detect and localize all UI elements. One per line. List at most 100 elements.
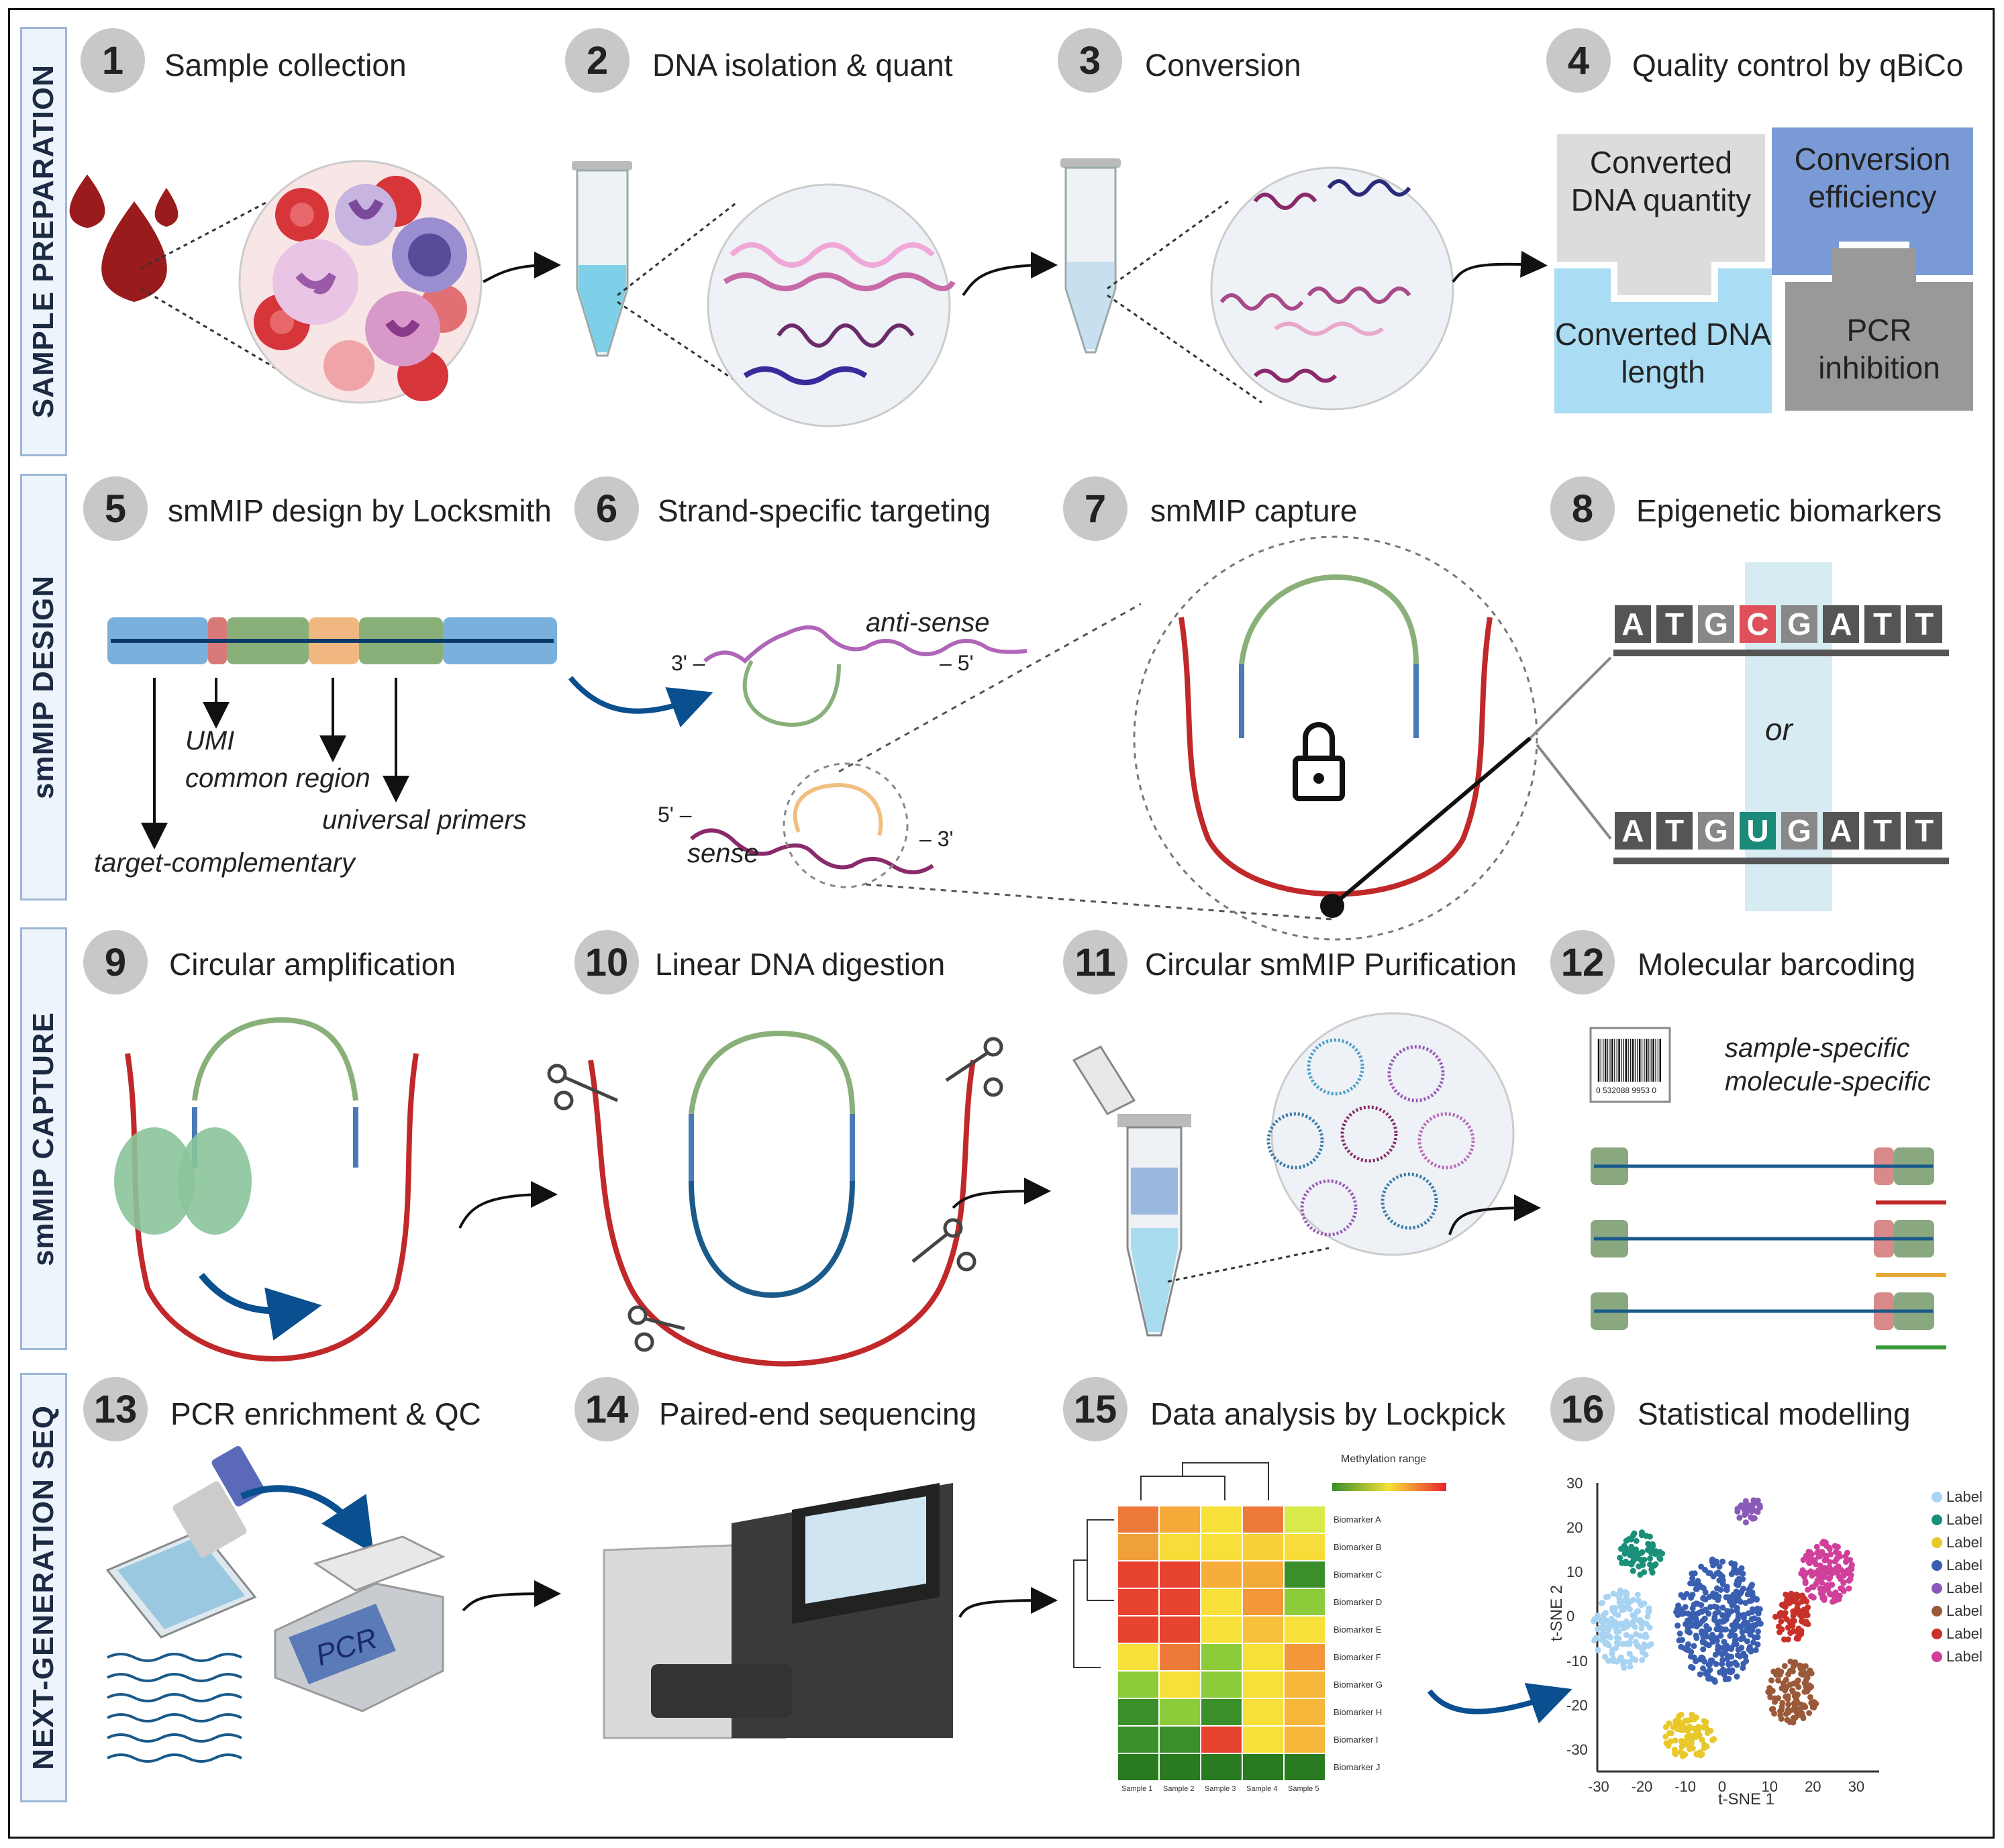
converted-dna-icon [1210,166,1454,411]
tsne-point [1742,1511,1748,1518]
tsne-point [1676,1713,1683,1720]
smmip-design-icon [107,617,557,850]
tsne-point [1738,1565,1745,1572]
nucleotide-base: G [1698,605,1734,643]
tsne-point [1737,1503,1744,1510]
legend-label: Label [1946,1648,1983,1665]
tsne-point [1701,1628,1708,1635]
sequencer-icon [603,1483,953,1739]
heatmap-cell [1242,1533,1285,1561]
tsne-point [1784,1716,1791,1723]
tsne-point [1738,1598,1744,1605]
step-number: 11 [1063,930,1128,994]
tsne-point [1789,1617,1796,1624]
tsne-point [1799,1618,1805,1625]
tsne-point [1848,1572,1854,1578]
heatmap-cell [1117,1643,1160,1672]
tsne-point [1637,1572,1644,1578]
tsne-y-tick: 0 [1566,1608,1575,1625]
legend-marker [1932,1583,1942,1594]
nucleotide-base: G [1781,812,1817,850]
heatmap-row-label: Biomarker D [1334,1597,1383,1607]
heatmap-cell [1158,1560,1201,1589]
tsne-point [1634,1608,1640,1615]
tsne-point [1811,1704,1817,1711]
tsne-point [1598,1618,1605,1625]
tsne-point [1611,1606,1618,1612]
tsne-point [1644,1613,1651,1620]
tsne-point [1630,1619,1636,1625]
tsne-point [1796,1593,1803,1600]
tsne-point [1748,1514,1754,1521]
scissors-icon [547,1037,1003,1352]
tsne-point [1684,1733,1691,1740]
tsne-point [1698,1602,1705,1608]
heatmap-cell [1117,1670,1160,1699]
tsne-point [1714,1625,1721,1632]
tsne-point [1713,1558,1719,1565]
tsne-point [1622,1558,1629,1565]
tsne-point [1829,1570,1836,1576]
step-number: 4 [1546,28,1611,93]
heatmap-cell [1283,1560,1326,1589]
tsne-point [1821,1596,1827,1603]
tsne-point [1785,1636,1791,1643]
legend-marker [1932,1515,1942,1525]
tsne-point [1813,1543,1820,1550]
step-title: smMIP design by Locksmith [168,493,552,528]
tsne-point [1607,1634,1614,1641]
tsne-point [1643,1621,1650,1627]
blood-drop-icon [69,174,179,302]
sense-label: sense [687,839,759,868]
qbico-quantity-text: Converted DNA quantity [1570,145,1752,217]
tsne-point [1711,1736,1717,1743]
step-number: 5 [83,476,148,541]
tsne-point [1783,1591,1789,1598]
tsne-point [1690,1610,1697,1617]
tsne-point [1722,1676,1729,1683]
heatmap-col-label: Sample 5 [1288,1785,1319,1793]
step-number: 3 [1058,28,1122,93]
heatmap-row-label: Biomarker I [1334,1735,1379,1745]
tsne-point [1591,1637,1598,1644]
tsne-point [1712,1651,1719,1658]
heatmap-cell [1117,1615,1160,1644]
tsne-point [1719,1604,1726,1611]
tsne-point [1683,1590,1690,1597]
or-label: or [1765,712,1793,747]
tsne-point [1752,1647,1759,1653]
tsne-point [1778,1610,1785,1616]
universal-primers-label: universal primers [322,805,527,835]
heatmap-cell [1242,1753,1285,1782]
heatmap-row-label: Biomarker F [1334,1652,1381,1662]
blood-cells-icon [238,160,483,404]
tsne-point [1806,1710,1813,1716]
tsne-point [1715,1643,1721,1650]
tsne-point [1742,1519,1749,1526]
tsne-point [1800,1672,1807,1678]
heatmap-row-label: Biomarker C [1334,1570,1383,1580]
tsne-point [1672,1750,1679,1757]
common-region-label: common region [185,764,370,793]
tsne-point [1701,1718,1707,1725]
tsne-point [1693,1623,1700,1630]
tsne-point [1795,1712,1801,1718]
tsne-point [1721,1639,1727,1645]
tsne-point [1715,1608,1721,1615]
tsne-point [1823,1555,1830,1561]
tsne-point [1846,1578,1852,1584]
heatmap-cell [1242,1670,1285,1699]
tsne-point [1695,1610,1702,1616]
tsne-point [1628,1543,1635,1550]
nucleotide-base: A [1823,605,1859,643]
heatmap [1117,1505,1326,1782]
heatmap-cell [1283,1533,1326,1561]
tsne-x-tick: 0 [1717,1778,1727,1795]
tsne-point [1617,1554,1623,1561]
tsne-point [1699,1751,1705,1757]
tsne-plot [1591,1483,1879,1773]
tsne-point [1768,1677,1775,1684]
heatmap-cell [1200,1670,1243,1699]
tsne-point [1826,1545,1833,1552]
circular-amplification-icon [114,1017,419,1362]
